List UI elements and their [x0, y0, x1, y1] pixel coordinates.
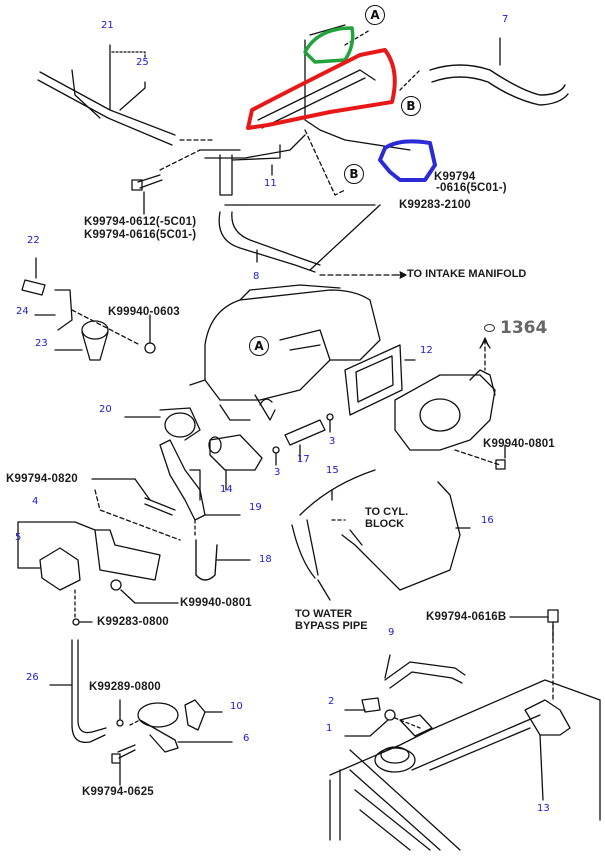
- part-17: [284, 419, 326, 446]
- bolt-0612: [131, 149, 201, 215]
- note-to-cyl-block-2: BLOCK: [365, 518, 405, 530]
- marker-b-lower: B: [344, 164, 364, 184]
- throttle-body: [394, 337, 506, 470]
- bracket-13: [509, 609, 571, 801]
- gasket-12: [344, 344, 416, 416]
- callout-4: 4: [32, 496, 39, 507]
- note-to-water-1: TO WATER: [295, 608, 353, 620]
- marker-a-top: A: [365, 5, 385, 25]
- parts-22-24: [21, 257, 156, 361]
- reference-number-1364: 1364: [500, 318, 548, 338]
- callout-5: 5: [15, 532, 22, 543]
- callout-20: 20: [99, 404, 112, 415]
- marker-b-upper: B: [401, 96, 421, 116]
- hose-26: [71, 639, 107, 744]
- cylinder-head-cover: [329, 679, 601, 851]
- part-14: [208, 434, 280, 491]
- callout-16: 16: [481, 515, 494, 526]
- note-to-cyl-block-1: TO CYL.: [365, 506, 409, 518]
- part-4-5: [17, 521, 161, 626]
- callout-8: 8: [253, 271, 260, 282]
- part-number-nut-0801-left: K99940-0801: [180, 597, 252, 609]
- callout-17: 17: [297, 454, 310, 465]
- part-number-bolt-0612: K99794-0612(-5C01): [84, 216, 197, 228]
- part-number-nut-0603: K99940-0603: [108, 306, 180, 318]
- blue-annotation: [378, 139, 437, 182]
- red-annotation: [246, 48, 397, 130]
- callout-18: 18: [259, 554, 272, 565]
- callout-11: 11: [264, 178, 277, 189]
- part-number-nut-0801-right: K99940-0801: [483, 438, 555, 450]
- part-number-clamp-0800: K99283-0800: [97, 616, 169, 628]
- callout-25: 25: [136, 57, 149, 68]
- part-number-clamp-2100: K99283-2100: [399, 199, 471, 211]
- pipe-11: [219, 144, 281, 196]
- callout-24: 24: [16, 306, 29, 317]
- callout-1: 1: [326, 723, 333, 734]
- part-number-bolt-0820: K99794-0820: [6, 473, 78, 485]
- callout-7: 7: [502, 14, 509, 25]
- callout-2: 2: [328, 696, 335, 707]
- parts-1-2: [344, 697, 421, 737]
- part-number-bolt-k99794: K99794: [434, 171, 476, 183]
- callout-3-right: 3: [329, 436, 336, 447]
- callout-14: 14: [220, 484, 233, 495]
- part-number-clip-0800: K99289-0800: [89, 681, 161, 693]
- part-number-bolt-k99794-suffix: -0616(5C01-): [436, 182, 507, 194]
- part-number-bolt-0616: K99794-0616(5C01-): [84, 229, 197, 241]
- callout-26: 26: [26, 672, 39, 683]
- callout-19: 19: [249, 502, 262, 513]
- upper-pipes: [257, 24, 421, 196]
- note-to-water-2: BYPASS PIPE: [295, 620, 368, 632]
- hose-9: [384, 661, 466, 689]
- callout-3-left: 3: [274, 467, 281, 478]
- intake-manifold: [189, 284, 381, 421]
- bracket-19: [159, 439, 241, 536]
- callout-22: 22: [27, 235, 40, 246]
- hose-18: [195, 539, 218, 581]
- note-to-intake-manifold: TO INTAKE MANIFOLD: [407, 268, 527, 280]
- washer-icon: [484, 324, 495, 332]
- callout-23: 23: [35, 338, 48, 349]
- callout-9: 9: [388, 627, 395, 638]
- part-number-bolt-0625: K99794-0625: [82, 786, 154, 798]
- callout-21: 21: [101, 20, 114, 31]
- green-annotation: [303, 26, 355, 64]
- hose-7: [429, 64, 569, 106]
- part-6: [111, 699, 233, 786]
- bolt-0820: [91, 478, 181, 541]
- hose-15-16: [291, 469, 471, 601]
- callout-10: 10: [230, 701, 243, 712]
- nut-0801-left: [110, 579, 179, 604]
- callout-13: 13: [537, 803, 550, 814]
- callout-6: 6: [243, 733, 250, 744]
- hose-8: [218, 204, 381, 273]
- marker-a-manifold: A: [249, 336, 269, 356]
- water-pipe-assembly: [37, 44, 306, 159]
- callout-12: 12: [420, 345, 433, 356]
- part-number-bolt-0616b: K99794-0616B: [426, 611, 507, 623]
- callout-15: 15: [326, 465, 339, 476]
- part-20: [124, 407, 201, 441]
